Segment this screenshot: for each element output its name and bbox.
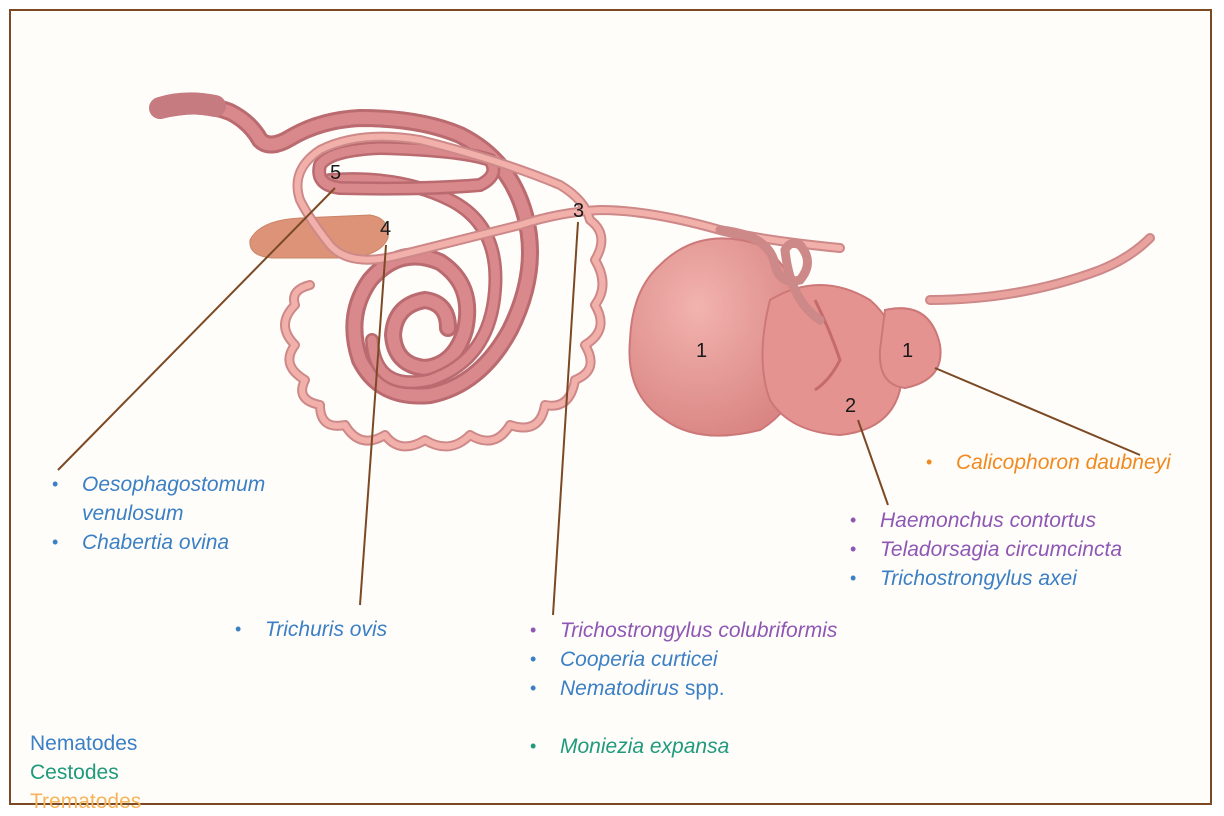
rectum xyxy=(160,103,215,108)
parasite-trichostrongylus-colubriformis: Trichostrongylus colubriformis xyxy=(530,616,837,645)
leader-line-2 xyxy=(858,420,888,505)
parasite-moniezia-expansa: Moniezia expansa xyxy=(530,732,729,761)
legend-cestodes: Cestodes xyxy=(30,758,141,787)
site2-parasite-list: Haemonchus contortus Teladorsagia circum… xyxy=(850,506,1122,593)
legend: Nematodes Cestodes Trematodes xyxy=(30,729,141,816)
nematodirus-suffix: spp. xyxy=(679,677,725,700)
site-number-2: 2 xyxy=(845,395,856,418)
parasite-haemonchus-contortus: Haemonchus contortus xyxy=(850,506,1122,535)
leader-line-1 xyxy=(935,368,1140,455)
site5-parasite-list: Oesophagostomum venulosum Chabertia ovin… xyxy=(52,470,265,557)
parasite-oesophagostomum-cont: venulosum xyxy=(52,499,265,528)
parasite-calicophoron-daubneyi: Calicophoron daubneyi xyxy=(926,448,1171,477)
leader-line-3 xyxy=(553,222,578,615)
parasite-chabertia-ovina: Chabertia ovina xyxy=(52,528,265,557)
site-number-3: 3 xyxy=(573,200,584,223)
site-number-5: 5 xyxy=(330,162,341,185)
parasite-oesophagostomum: Oesophagostomum xyxy=(52,470,265,499)
legend-nematodes: Nematodes xyxy=(30,729,141,758)
parasite-nematodirus: Nematodirus spp. xyxy=(530,674,837,703)
parasite-cooperia-curticei: Cooperia curticei xyxy=(530,645,837,674)
site3-parasite-list: Trichostrongylus colubriformis Cooperia … xyxy=(530,616,837,703)
parasite-trichuris-ovis: Trichuris ovis xyxy=(235,615,387,644)
site1-parasite-list: Calicophoron daubneyi xyxy=(926,448,1171,477)
site4-parasite-list: Trichuris ovis xyxy=(235,615,387,644)
parasite-trichostrongylus-axei: Trichostrongylus axei xyxy=(850,564,1122,593)
site-number-1-rumen: 1 xyxy=(696,340,707,363)
parasite-teladorsagia-circumcincta: Teladorsagia circumcincta xyxy=(850,535,1122,564)
leader-line-5 xyxy=(58,188,335,470)
site3-cestode-list: Moniezia expansa xyxy=(530,732,729,761)
nematodirus-name: Nematodirus xyxy=(560,677,679,700)
site-number-1-reticulum: 1 xyxy=(902,340,913,363)
site-number-4: 4 xyxy=(380,218,391,241)
stomach xyxy=(629,230,1150,436)
